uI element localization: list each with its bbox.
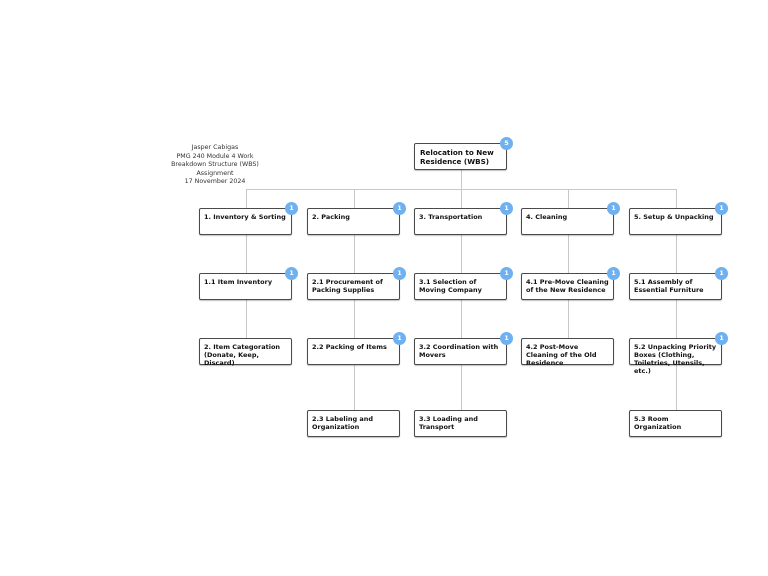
root-node[interactable]: Relocation to New Residence (WBS) 5 xyxy=(414,137,513,170)
node-label: 3.2 Coordination with Movers xyxy=(419,343,499,359)
node-label: 4. Cleaning xyxy=(526,213,568,221)
task-node[interactable]: 4.1 Pre-Move Cleaning of the New Residen… xyxy=(521,267,620,300)
node-label: 4.2 Post-Move Cleaning of the Old Reside… xyxy=(526,343,597,367)
node-label: 3. Transportation xyxy=(419,213,483,221)
branch-connector xyxy=(460,189,462,208)
node-label: 2.2 Packing of Items xyxy=(312,343,387,351)
node-label: 2. Packing xyxy=(312,213,350,221)
child-count-badge[interactable]: 1 xyxy=(500,267,513,280)
node-label: 4.1 Pre-Move Cleaning of the New Residen… xyxy=(526,278,609,294)
child-count-badge[interactable]: 1 xyxy=(393,332,406,345)
node-label: 1.1 Item Inventory xyxy=(204,278,273,286)
note-line: 17 November 2024 xyxy=(184,178,246,186)
task-node[interactable]: 2.1 Procurement of Packing Supplies 1 xyxy=(307,267,406,300)
task-node[interactable]: 2. Item Categoration (Donate, Keep, Disc… xyxy=(199,338,292,367)
task-node[interactable]: 1.1 Item Inventory 1 xyxy=(199,267,298,300)
task-node[interactable]: 5.1 Assembly of Essential Furniture 1 xyxy=(629,267,728,300)
child-count-badge[interactable]: 1 xyxy=(285,202,298,215)
task-node[interactable]: 4.2 Post-Move Cleaning of the Old Reside… xyxy=(521,338,614,367)
child-count-badge[interactable]: 1 xyxy=(715,332,728,345)
note-line: Breakdown Structure (WBS) xyxy=(171,161,259,169)
task-node[interactable]: 5.3 Room Organization xyxy=(629,410,722,437)
task-node[interactable]: 5.2 Unpacking Priority Boxes (Clothing, … xyxy=(629,332,728,375)
child-count-badge[interactable]: 1 xyxy=(715,202,728,215)
node-label: 2.1 Procurement of Packing Supplies xyxy=(312,278,383,294)
branch-connector xyxy=(353,189,355,208)
task-node[interactable]: 2.2 Packing of Items 1 xyxy=(307,332,406,365)
node-label: 3.3 Loading and Transport xyxy=(419,415,478,431)
branch-connector xyxy=(245,189,247,208)
branch-connector xyxy=(675,189,677,208)
task-node[interactable]: 2.3 Labeling and Organization xyxy=(307,410,400,437)
branch-node[interactable]: 4. Cleaning 1 xyxy=(521,202,620,235)
node-label: 5. Setup & Unpacking xyxy=(634,213,714,221)
child-connector xyxy=(460,235,462,410)
note-line: Assignment xyxy=(196,169,234,177)
node-label: 5.3 Room Organization xyxy=(634,415,682,431)
branch-node[interactable]: 2. Packing 1 xyxy=(307,202,406,235)
note-line: Jasper Cabigas xyxy=(191,144,239,151)
child-count-badge[interactable]: 1 xyxy=(393,202,406,215)
node-label: 5.1 Assembly of Essential Furniture xyxy=(634,278,704,294)
child-count-badge[interactable]: 1 xyxy=(285,267,298,280)
node-label: Relocation to New Residence (WBS) xyxy=(420,148,494,166)
child-count-badge[interactable]: 1 xyxy=(607,267,620,280)
branch-node[interactable]: 3. Transportation 1 xyxy=(414,202,513,235)
author-note: Jasper Cabigas PMG 240 Module 4 Work Bre… xyxy=(160,144,270,187)
child-count-badge[interactable]: 1 xyxy=(715,267,728,280)
node-label: 5.2 Unpacking Priority Boxes (Clothing, … xyxy=(634,343,717,375)
note-line: PMG 240 Module 4 Work xyxy=(176,152,254,160)
child-count-badge[interactable]: 1 xyxy=(607,202,620,215)
task-node[interactable]: 3.3 Loading and Transport xyxy=(414,410,507,437)
child-connector xyxy=(353,235,355,410)
child-count-badge[interactable]: 5 xyxy=(500,137,513,150)
node-label: 1. Inventory & Sorting xyxy=(204,213,286,221)
node-label: 3.1 Selection of Moving Company xyxy=(419,278,482,294)
node-label: 2. Item Categoration (Donate, Keep, Disc… xyxy=(204,343,281,367)
child-count-badge[interactable]: 1 xyxy=(393,267,406,280)
root-connector xyxy=(460,170,462,189)
child-count-badge[interactable]: 1 xyxy=(500,332,513,345)
branch-connector xyxy=(567,189,569,208)
child-connector xyxy=(675,235,677,410)
node-label: 2.3 Labeling and Organization xyxy=(312,415,374,431)
task-node[interactable]: 3.1 Selection of Moving Company 1 xyxy=(414,267,513,300)
child-count-badge[interactable]: 1 xyxy=(500,202,513,215)
